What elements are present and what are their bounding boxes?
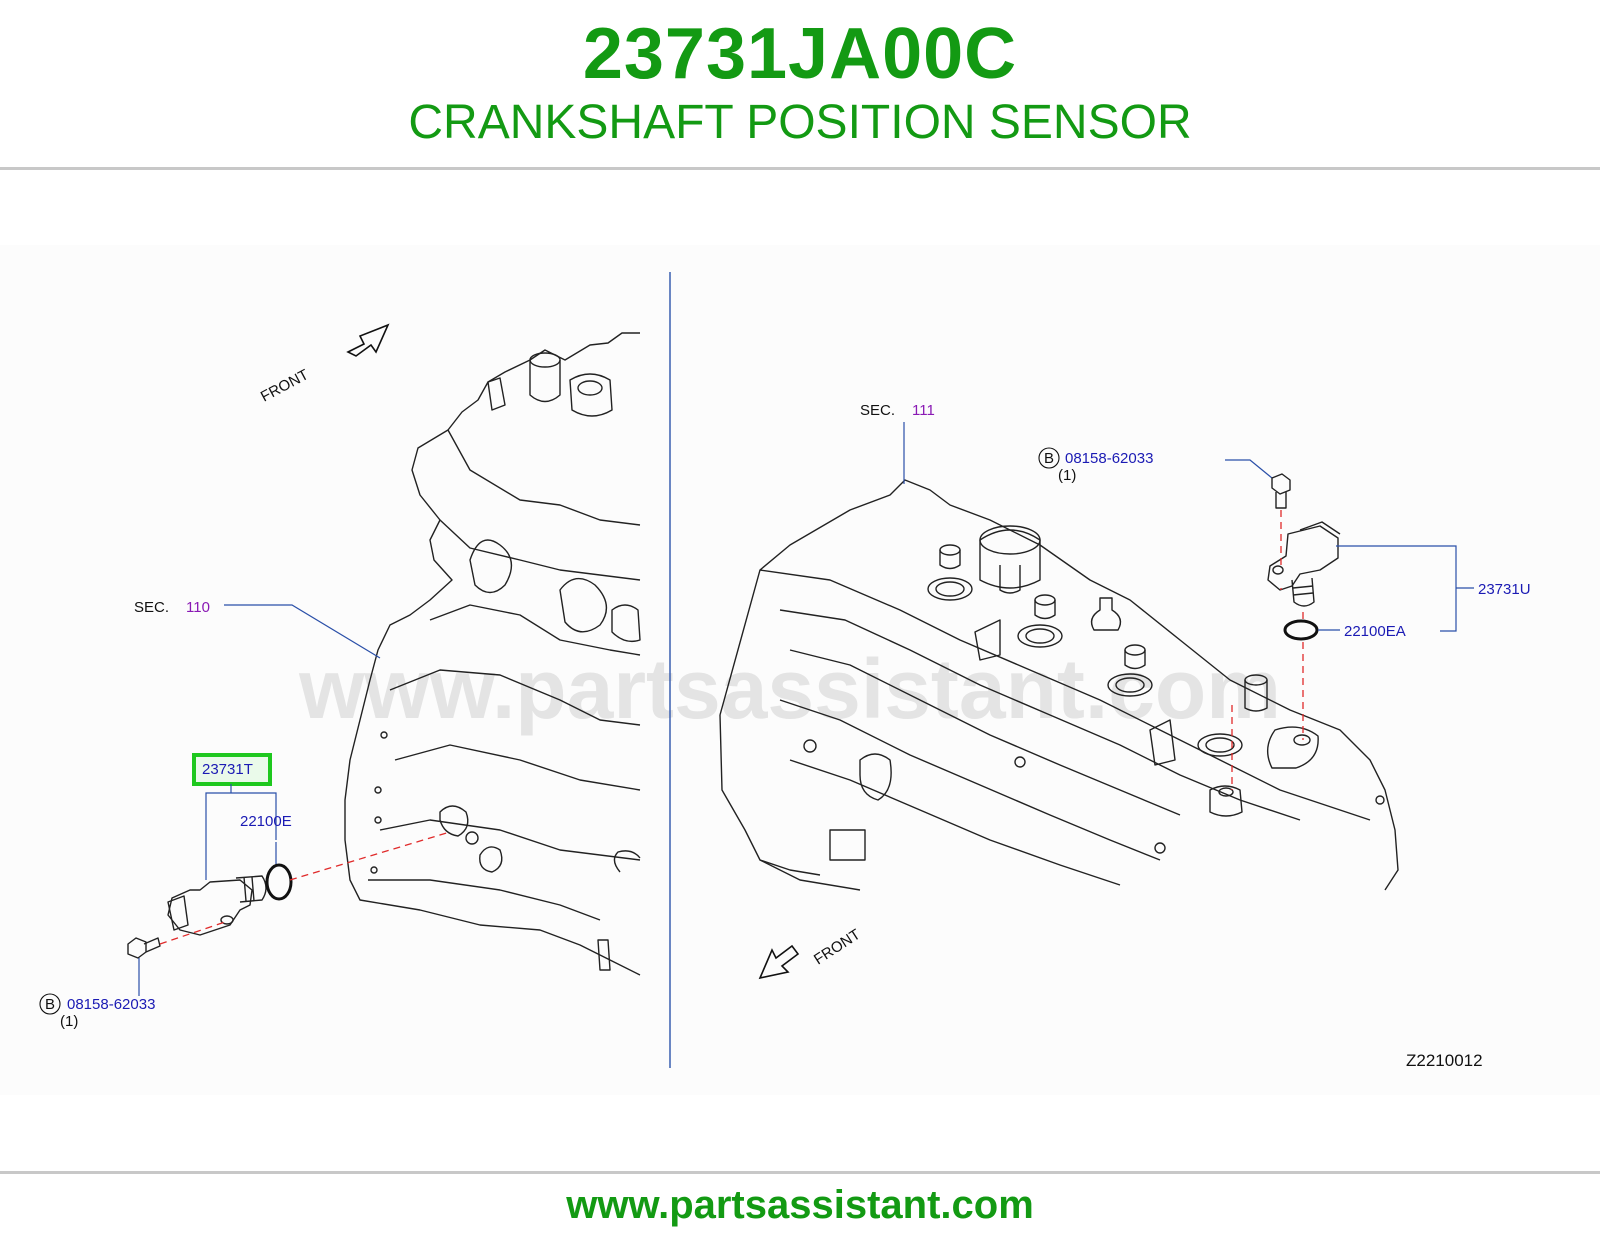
right-bolt-circle-b [1038, 447, 1060, 469]
right-bolt-leader [1225, 459, 1273, 479]
left-bolt-callout[interactable]: 08158-62033 [67, 996, 155, 1013]
left-sec-prefix: SEC. [134, 599, 169, 616]
right-oring-callout[interactable]: 22100EA [1344, 623, 1406, 640]
right-front-arrow-icon [758, 944, 800, 980]
left-sensor-assembly-line [289, 831, 451, 881]
left-bolt-circle-b [39, 993, 61, 1015]
right-engine-head [719, 479, 1399, 891]
watermark-text: www.partsassistant.com [298, 642, 1281, 736]
figure-code: Z2210012 [1406, 1051, 1483, 1070]
right-sec-prefix: SEC. [860, 402, 895, 419]
right-o-ring [1283, 619, 1319, 641]
header-divider [0, 167, 1600, 170]
left-bolt-circle-letter: B [45, 996, 55, 1013]
part-number-title: 23731JA00C [582, 14, 1018, 94]
left-bolt-qty: (1) [60, 1013, 78, 1030]
left-o-ring [265, 863, 293, 901]
right-bolt-qty: (1) [1058, 467, 1076, 484]
left-sec-leader [224, 604, 381, 659]
right-bolt-circle-letter: B [1044, 450, 1054, 467]
right-bolt-callout[interactable]: 08158-62033 [1065, 450, 1153, 467]
highlight-box [192, 753, 272, 786]
left-engine-block [344, 332, 641, 976]
left-sensor-callout[interactable]: 23731T [202, 761, 253, 778]
right-front-label: FRONT [811, 926, 864, 968]
right-bolt [1271, 473, 1291, 509]
left-sec-number[interactable]: 110 [186, 599, 210, 616]
left-bolt-assembly-line [159, 920, 229, 945]
right-sensor-callout[interactable]: 23731U [1478, 581, 1531, 598]
left-front-arrow-icon [346, 323, 390, 357]
right-sec-number[interactable]: 111 [912, 402, 935, 419]
part-name-subtitle: CRANKSHAFT POSITION SENSOR [408, 96, 1192, 149]
left-bolt [127, 937, 161, 959]
left-front-label: FRONT [258, 366, 312, 405]
diagram-panel [0, 245, 1600, 1095]
left-callout-bracket [205, 792, 277, 880]
right-callout-bracket [1336, 545, 1457, 632]
left-oring-callout[interactable]: 22100E [240, 813, 292, 830]
page-header: 23731JA00C CRANKSHAFT POSITION SENSOR [0, 0, 1600, 168]
right-camshaft-sensor [1267, 521, 1341, 607]
footer-divider [0, 1171, 1600, 1174]
footer-website-link[interactable]: www.partsassistant.com [566, 1183, 1034, 1227]
left-crankshaft-sensor [167, 875, 267, 936]
